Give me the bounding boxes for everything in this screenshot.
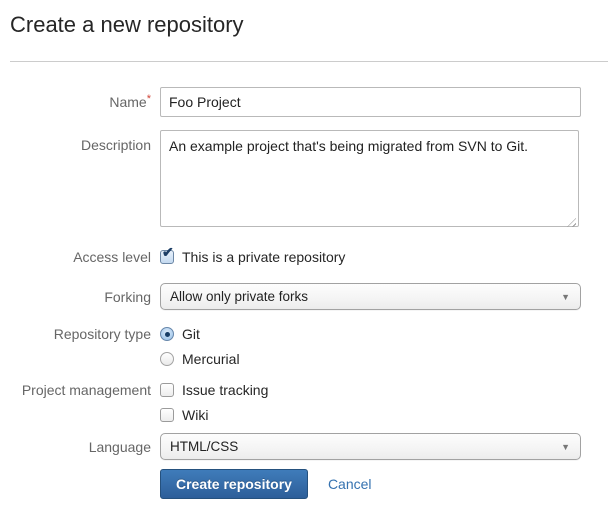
git-radio-label[interactable]: Git <box>182 326 200 342</box>
repository-type-option-git: Git <box>160 326 240 342</box>
repository-type-label: Repository type <box>0 326 160 342</box>
access-level-label-text: Access level <box>73 249 151 265</box>
form-row-language: Language HTML/CSS ▼ <box>0 433 612 460</box>
form-row-description: Description An example project that's be… <box>0 130 612 232</box>
description-textarea-wrap: An example project that's being migrated… <box>160 130 579 232</box>
dropdown-arrow-icon: ▼ <box>561 291 570 302</box>
form-row-access-level: Access level ✔ This is a private reposit… <box>0 245 612 265</box>
name-input[interactable] <box>160 87 581 117</box>
form-row-forking: Forking Allow only private forks ▼ <box>0 283 612 310</box>
cancel-link[interactable]: Cancel <box>327 476 372 492</box>
form-row-repository-type: Repository type Git Mercurial <box>0 326 612 367</box>
resize-handle-icon[interactable] <box>567 218 576 227</box>
page-title: Create a new repository <box>10 12 244 37</box>
language-select[interactable]: HTML/CSS ▼ <box>160 433 581 460</box>
form-row-name: Name* <box>0 87 612 117</box>
private-repository-checkbox[interactable]: ✔ <box>160 245 174 264</box>
issue-tracking-checkbox-label[interactable]: Issue tracking <box>182 382 269 398</box>
name-label-text: Name <box>109 94 147 110</box>
create-repository-page: Create a new repository Name* Descriptio… <box>0 12 612 516</box>
mercurial-radio[interactable] <box>160 352 174 366</box>
form-row-actions: Create repository Cancel <box>0 469 612 499</box>
forking-label: Forking <box>0 289 160 305</box>
required-indicator: * <box>146 93 151 105</box>
wiki-checkbox[interactable] <box>160 408 174 422</box>
wiki-checkbox-label[interactable]: Wiki <box>182 407 209 423</box>
project-management-option-issues: Issue tracking <box>160 382 268 398</box>
language-label-text: Language <box>88 438 151 455</box>
title-divider <box>10 61 608 62</box>
form-row-project-management: Project management Issue tracking Wiki <box>0 382 612 423</box>
checkmark-icon: ✔ <box>162 244 174 260</box>
private-repository-checkbox-label[interactable]: This is a private repository <box>182 249 346 265</box>
language-label: Language <box>0 439 160 455</box>
repository-type-option-mercurial: Mercurial <box>160 351 240 367</box>
issue-tracking-checkbox[interactable] <box>160 383 174 397</box>
mercurial-radio-label[interactable]: Mercurial <box>182 351 240 367</box>
git-radio[interactable] <box>160 327 174 341</box>
access-level-label: Access level <box>0 249 160 265</box>
forking-select[interactable]: Allow only private forks ▼ <box>160 283 581 310</box>
project-management-option-wiki: Wiki <box>160 407 268 423</box>
create-repository-button[interactable]: Create repository <box>160 469 308 499</box>
description-label-text: Description <box>80 137 151 153</box>
language-select-value: HTML/CSS <box>170 439 239 454</box>
dropdown-arrow-icon: ▼ <box>561 441 570 452</box>
create-repository-form: Name* Description An example project tha… <box>0 87 612 499</box>
description-label: Description <box>0 130 160 153</box>
forking-select-value: Allow only private forks <box>170 289 309 304</box>
repository-type-field: Git Mercurial <box>160 326 240 367</box>
repository-type-label-text: Repository type <box>53 326 151 342</box>
project-management-field: Issue tracking Wiki <box>160 382 268 423</box>
project-management-label: Project management <box>0 382 160 398</box>
access-level-field: ✔ This is a private repository <box>160 245 346 265</box>
project-management-label-text: Project management <box>21 382 151 398</box>
name-label: Name* <box>0 93 160 111</box>
forking-label-text: Forking <box>104 288 151 305</box>
description-textarea[interactable]: An example project that's being migrated… <box>160 130 579 227</box>
